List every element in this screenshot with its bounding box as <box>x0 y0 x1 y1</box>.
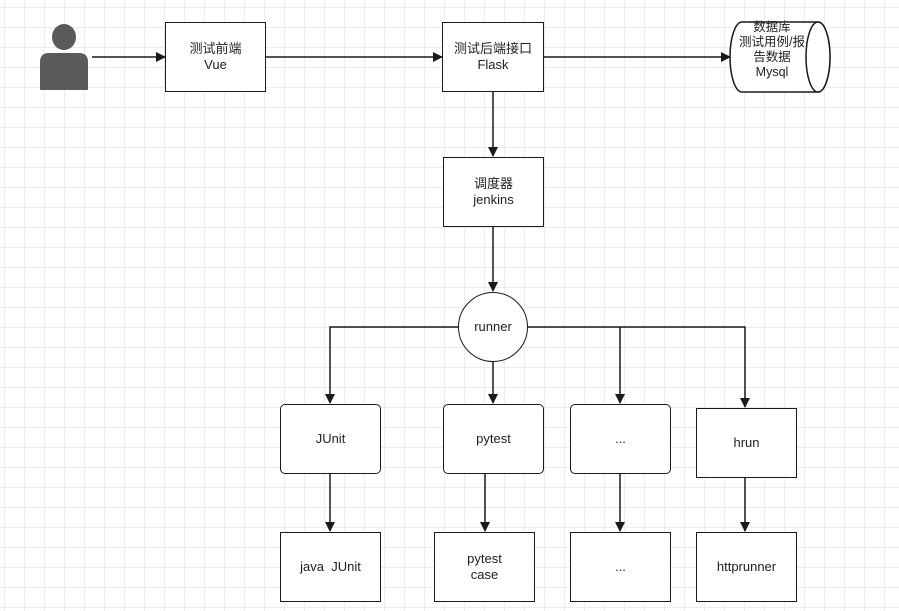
hrun-label: hrun <box>733 435 760 450</box>
backend-node[interactable]: 测试后端接口 Flask <box>442 22 544 92</box>
junit-label: JUnit <box>315 431 346 446</box>
pytest-case-title: pytest <box>467 551 502 566</box>
pytest-node[interactable]: pytest <box>443 404 544 474</box>
frontend-subtitle: Vue <box>204 57 227 72</box>
backend-subtitle: Flask <box>477 57 509 72</box>
ellipsis-node-top[interactable]: ... <box>570 404 671 474</box>
database-label: 数据库 测试用例/报 告数据 Mysql <box>730 20 814 80</box>
httprunner-label: httprunner <box>716 559 777 574</box>
ellipsis-node-bottom[interactable]: ... <box>570 532 671 602</box>
user-icon <box>40 24 88 90</box>
scheduler-subtitle: jenkins <box>473 192 514 207</box>
edge-runner-to-hrun <box>620 326 750 408</box>
pytest-label: pytest <box>476 431 511 446</box>
scheduler-title: 调度器 <box>473 176 513 191</box>
backend-title: 测试后端接口 <box>453 41 532 56</box>
hrun-node[interactable]: hrun <box>696 408 797 478</box>
frontend-title: 测试前端 <box>189 41 242 56</box>
scheduler-node[interactable]: 调度器 jenkins <box>443 157 544 227</box>
database-line3: 告数据 <box>753 50 791 64</box>
ellipsis-label-bottom: ... <box>615 559 626 574</box>
java-junit-node[interactable]: java JUnit <box>280 532 381 602</box>
pytest-case-subtitle: case <box>470 567 499 582</box>
java-junit-label: java JUnit <box>300 559 361 574</box>
database-line1: 数据库 <box>753 20 791 34</box>
database-line4: Mysql <box>755 65 789 79</box>
ellipsis-label-top: ... <box>615 431 626 446</box>
runner-label: runner <box>474 319 512 334</box>
database-line2: 测试用例/报 <box>739 35 805 49</box>
edge-runner-to-junit <box>325 326 459 404</box>
edge-runner-to-ellipsis <box>527 326 625 404</box>
database-cylinder <box>729 21 831 93</box>
runner-node[interactable]: runner <box>458 292 528 362</box>
httprunner-node[interactable]: httprunner <box>696 532 797 602</box>
pytest-case-node[interactable]: pytest case <box>434 532 535 602</box>
junit-node[interactable]: JUnit <box>280 404 381 474</box>
frontend-node[interactable]: 测试前端 Vue <box>165 22 266 92</box>
